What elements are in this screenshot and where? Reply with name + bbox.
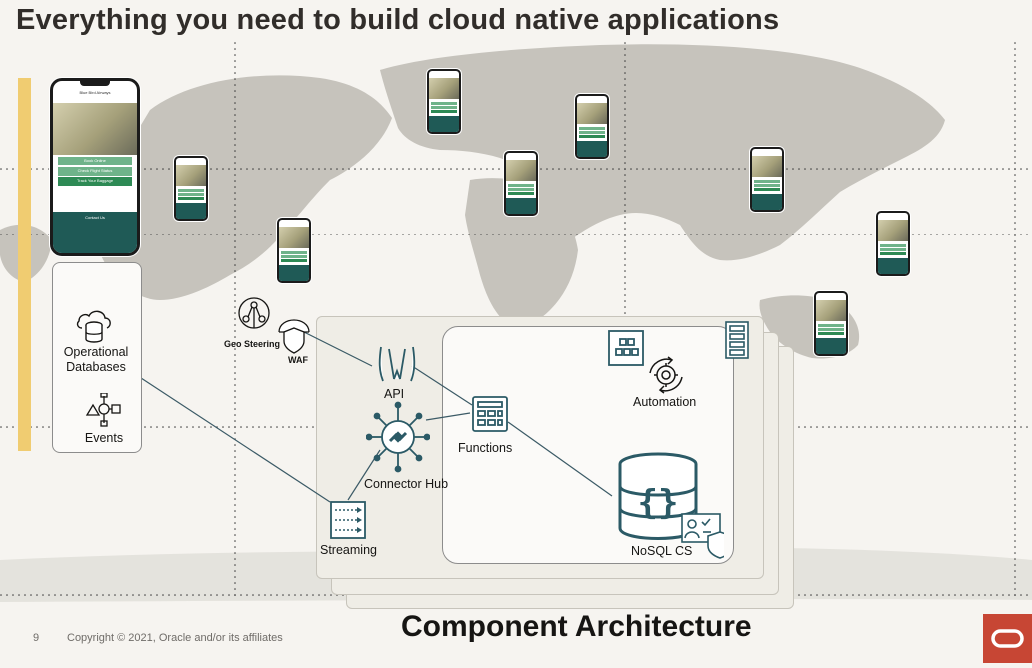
geo-steering-icon (238, 297, 270, 329)
phone-instance (427, 69, 461, 134)
phone-instance (575, 94, 609, 159)
automation-label: Automation (633, 395, 697, 409)
streaming-icon (330, 501, 366, 539)
app-hero-image (53, 103, 137, 155)
phone-instance (814, 291, 848, 356)
slide-title: Everything you need to build cloud nativ… (16, 4, 780, 36)
page-number: 9 (33, 632, 40, 644)
events-flow-icon (85, 393, 121, 427)
phone-instance (277, 218, 311, 283)
api-label: API (384, 387, 405, 401)
events-label: Events (84, 431, 124, 445)
connector-hub-label: Connector Hub (364, 477, 449, 491)
api-gateway-icon (378, 346, 416, 382)
app-header: Blue Bird Airways (79, 90, 111, 95)
svg-text:{}: {} (638, 483, 679, 523)
app-button-3: Track Your Baggage (58, 177, 132, 186)
server-rack-icon (725, 321, 749, 359)
mobile-app-phone: Blue Bird Airways Book Online Check Flig… (50, 78, 140, 256)
nosql-label: NoSQL CS (631, 544, 693, 558)
app-footer: Contact Us (53, 211, 137, 253)
app-button-1: Book Online (58, 156, 132, 166)
connector-hub-icon (366, 401, 430, 473)
waf-label: WAF (288, 355, 308, 365)
geo-steering-label: Geo Steering (224, 339, 281, 349)
phone-instance (876, 211, 910, 276)
phone-instance (504, 151, 538, 216)
functions-label: Functions (458, 441, 513, 455)
phone-instance (750, 147, 784, 212)
database-cloud-icon (76, 310, 111, 343)
accent-bar (18, 78, 31, 451)
dashboard-grid-icon (608, 330, 644, 366)
data-sources-panel (52, 262, 142, 453)
operational-databases-label: Operational Databases (63, 345, 129, 374)
phone-instance (174, 156, 208, 221)
copyright-text: Copyright © 2021, Oracle and/or its affi… (67, 632, 283, 644)
oracle-logo (983, 614, 1032, 663)
waf-shield-icon (278, 319, 310, 354)
streaming-label: Streaming (320, 543, 377, 557)
app-button-2: Check Flight Status (58, 167, 132, 176)
functions-icon (472, 396, 508, 432)
component-architecture-title: Component Architecture (401, 610, 752, 643)
nosql-database-icon: {} (618, 452, 724, 559)
automation-gear-icon (649, 356, 683, 394)
oracle-o-icon (991, 629, 1024, 648)
